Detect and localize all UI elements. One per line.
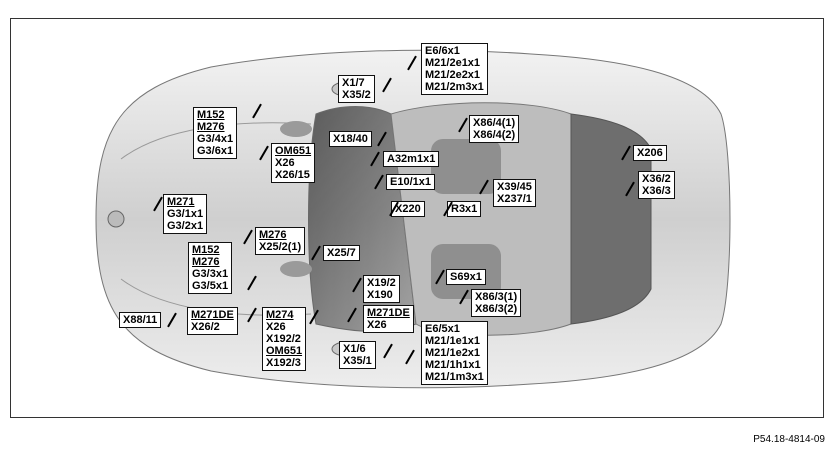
diagram-reference: P54.18-4814-09 [753,434,825,445]
label-e10-1x1: E10/1x1 [386,174,435,190]
label-x206: X206 [633,145,667,161]
label-x88-11: X88/11 [119,312,162,328]
label-s69x1: S69x1 [446,269,486,285]
label-x18-40: X18/40 [329,131,372,147]
car-top-view-illustration [95,49,731,389]
label-x86-3: X86/3(1)X86/3(2) [471,289,522,317]
label-r3x1: R3x1 [447,201,482,217]
label-a32m1x1: A32m1x1 [383,151,440,167]
label-x86-4: X86/4(1)X86/4(2) [469,115,520,143]
label-x25-7: X25/7 [323,245,360,261]
rear-window [570,113,652,325]
